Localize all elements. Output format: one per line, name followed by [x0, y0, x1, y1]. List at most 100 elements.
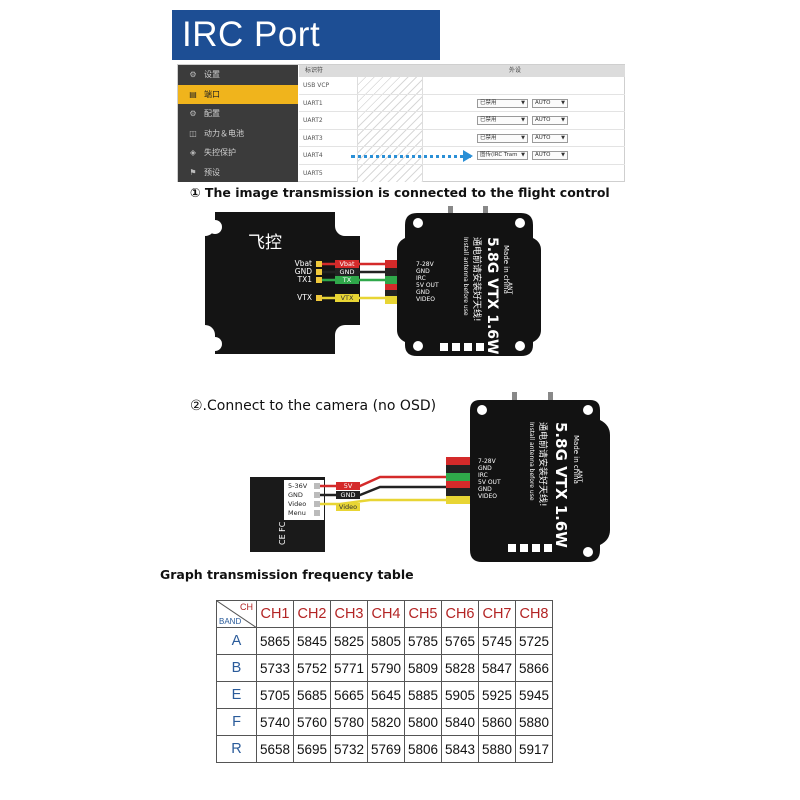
table-row: B 5733 5752 5771 5790 5809 5828 5847 586… — [216, 654, 553, 682]
table-row: F 5740 5760 5780 5820 5800 5840 5860 588… — [216, 708, 553, 736]
sidebar-item-config[interactable]: ⚙ 配置 — [178, 104, 298, 124]
ports-table: 标识符 外设 USB VCP UART1 已禁用▼ AUTO▼ UART2 已禁… — [299, 65, 625, 182]
cam-pin-label: 5-36V — [288, 482, 308, 490]
vtx-pin-label: VIDEO — [416, 296, 435, 303]
table-row: UART1 已禁用▼ AUTO▼ — [299, 95, 625, 112]
frequency-cell: 5790 — [367, 654, 405, 682]
frequency-cell: 5843 — [441, 735, 479, 763]
arrow-icon — [463, 150, 473, 162]
fc-pin-label: VTX — [297, 293, 312, 302]
table-header-row: CH BAND CH1 CH2 CH3 CH4 CH5 CH6 CH7 CH8 — [216, 600, 553, 628]
chevron-down-icon: ▼ — [561, 117, 565, 123]
frequency-cell: 5828 — [441, 654, 479, 682]
vtx-pin-label: 5V OUT — [478, 479, 501, 486]
table-row: A 5865 5845 5825 5805 5785 5765 5745 572… — [216, 627, 553, 655]
frequency-cell: 5665 — [330, 681, 368, 709]
vtx-install-text: Install antenna before use — [528, 422, 535, 501]
frequency-cell: 5765 — [441, 627, 479, 655]
select-value: 已禁用 — [480, 117, 497, 123]
corner-band-label: BAND — [219, 617, 242, 626]
band-label: E — [216, 681, 257, 709]
baud-select[interactable]: AUTO▼ — [532, 116, 568, 125]
vtx-origin-text: Made in china — [572, 435, 580, 484]
fc-pin-label: TX1 — [297, 275, 313, 284]
vtx-pin-label: 5V OUT — [416, 282, 439, 289]
chevron-down-icon: ▼ — [561, 99, 565, 106]
preset-icon: ⚑ — [189, 167, 197, 177]
band-label: B — [216, 654, 257, 682]
select-value: 已禁用 — [480, 99, 497, 106]
port-name: UART4 — [303, 152, 323, 159]
battery-icon: ◫ — [189, 128, 197, 138]
frequency-cell: 5732 — [330, 735, 368, 763]
band-label: F — [216, 708, 257, 736]
channel-header: CH4 — [367, 600, 405, 628]
table-row: UART3 已禁用▼ AUTO▼ — [299, 130, 625, 147]
failsafe-icon: ◈ — [189, 148, 197, 157]
baud-select[interactable]: AUTO▼ — [532, 133, 568, 143]
frequency-cell: 5905 — [441, 681, 479, 709]
wrench-icon: ⚙ — [189, 70, 197, 79]
select-value: AUTO — [535, 99, 551, 106]
frequency-cell: 5820 — [367, 708, 405, 736]
table-row: USB VCP — [299, 77, 625, 95]
port-name: USB VCP — [303, 82, 330, 89]
vtx-model-text: 5.8G VTX 1.6W — [484, 237, 500, 354]
caption-flight-control: ① The image transmission is connected to… — [190, 185, 610, 200]
frequency-cell: 5945 — [515, 681, 553, 709]
sidebar-item-ports[interactable]: ▤ 端口 — [178, 84, 298, 104]
wire-label: VTX — [341, 294, 354, 302]
ant-label: ANT — [506, 282, 513, 295]
fc-wires: Vbat GND TX VTX — [322, 260, 440, 304]
chevron-down-icon: ▼ — [521, 117, 525, 123]
vtx-warning-text: 通电前请安装好天线! — [471, 237, 483, 322]
channel-header: CH7 — [478, 600, 516, 628]
peripheral-select[interactable]: 图传(IRC Tram▼ — [477, 151, 528, 160]
table-row: UART2 已禁用 ▼ AUTO▼ — [299, 112, 625, 130]
ports-settings-panel: ⚙ 设置 ▤ 端口 ⚙ 配置 ◫ 动力＆电池 ◈ 失控保护 ⚑ 预设 — [177, 64, 625, 182]
frequency-cell: 5760 — [293, 708, 331, 736]
frequency-cell: 5845 — [293, 627, 331, 655]
frequency-cell: 5725 — [515, 627, 553, 655]
corner-diagonal — [217, 601, 257, 628]
sidebar-item-label: 端口 — [204, 89, 220, 99]
wire-label: 5V — [344, 482, 353, 490]
sidebar-item-failsafe[interactable]: ◈ 失控保护 — [178, 143, 298, 163]
column-header-peripherals: 外设 — [509, 67, 522, 74]
vtx-origin-text: Made in china — [502, 245, 510, 294]
vtx-pin-label: GND — [416, 289, 430, 296]
vtx-pin-label: 7-28V — [478, 458, 497, 465]
vtx-pin-label: IRC — [478, 472, 488, 479]
fc-label: 飞控 — [248, 233, 282, 253]
sidebar-item-presets[interactable]: ⚑ 预设 — [178, 163, 298, 183]
peripheral-select[interactable]: 已禁用▼ — [477, 133, 528, 143]
channel-header: CH3 — [330, 600, 368, 628]
wire-label: TX — [342, 276, 352, 284]
frequency-cell: 5880 — [478, 735, 516, 763]
vtx-pin-label: VIDEO — [478, 493, 497, 500]
frequency-cell: 5840 — [441, 708, 479, 736]
channel-header: CH1 — [256, 600, 294, 628]
sidebar-item-power-battery[interactable]: ◫ 动力＆电池 — [178, 124, 298, 144]
frequency-cell: 5806 — [404, 735, 442, 763]
sidebar-item-label: 失控保护 — [204, 148, 236, 157]
baud-select[interactable]: AUTO ▼ — [532, 98, 568, 108]
frequency-cell: 5880 — [515, 708, 553, 736]
ant-label: ANT — [576, 470, 583, 483]
peripheral-select[interactable]: 已禁用▼ — [477, 98, 528, 108]
vtx-pin-label: GND — [478, 465, 492, 472]
band-label: A — [216, 627, 257, 655]
sidebar-item-settings[interactable]: ⚙ 设置 — [178, 65, 298, 85]
frequency-cell: 5645 — [367, 681, 405, 709]
channel-header: CH5 — [404, 600, 442, 628]
wire-label: GND — [341, 491, 356, 499]
caption-frequency-table: Graph transmission frequency table — [160, 567, 414, 582]
frequency-cell: 5865 — [256, 627, 294, 655]
port-name: UART2 — [303, 117, 323, 124]
frequency-cell: 5745 — [478, 627, 516, 655]
frequency-cell: 5917 — [515, 735, 553, 763]
baud-select[interactable]: AUTO▼ — [532, 151, 568, 160]
vtx-module-2: 7-28V GND IRC 5V OUT GND VIDEO 5.8G VTX … — [470, 392, 610, 562]
peripheral-select[interactable]: 已禁用 ▼ — [477, 116, 528, 125]
flight-controller-board: 飞控 Vbat GND TX1 VTX — [205, 212, 360, 354]
